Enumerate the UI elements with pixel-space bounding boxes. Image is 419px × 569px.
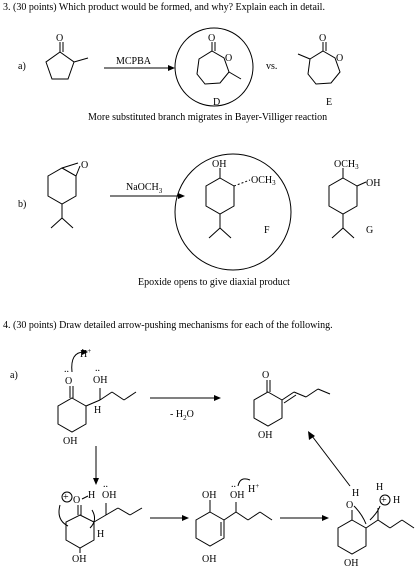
atom-oh-ring-start: OH [63,436,77,447]
atom-o-carbonyl-e: O [319,33,326,44]
lactone-d-structure: O O [196,33,242,85]
atom-h-b-step3: H [393,495,400,506]
atom-oh-beta: OH [93,375,107,386]
atom-o-q4: O [65,376,72,387]
atom-oh-step1: OH [72,554,86,565]
mech-step2: OH OH OH .. H+ [195,478,273,565]
arrow-q4-overall [150,395,221,401]
reaction-arrow-3b [110,193,185,199]
q3b-explanation: Epoxide opens to give diaxial product [138,277,290,288]
atom-o-ring-d: O [225,53,232,64]
atom-oh-step1-beta: OH [102,490,116,501]
svg-text:..: .. [95,363,100,374]
svg-text:+: + [381,495,387,506]
epoxide-structure: O [47,160,88,229]
answer-circle-d [174,27,254,107]
atom-h-step3: H [352,488,359,499]
arrow-q4-down [93,446,99,485]
q3b-label: b) [18,199,27,210]
svg-text:..: .. [64,364,69,375]
q3-title: 3. (30 points) Which product would be fo… [3,2,325,13]
atom-o-ketone: O [56,33,63,44]
atom-h-plus-top: H+ [80,347,91,360]
mech-step3: O H OH + H H [337,482,415,569]
arrow-q4-final [308,431,351,487]
lactone-e-structure: O O [297,33,343,85]
product-g-structure: OCH3 OH [328,159,380,239]
q4-title: 4. (30 points) Draw detailed arrow-pushi… [3,320,333,331]
cyclopentanone-structure: O [45,33,89,80]
reaction-arrow-3a [104,65,175,71]
mech-step1: + O H OH H OH .. [58,479,143,565]
atom-oh-ring-step3: OH [344,558,358,569]
atom-h-step1: H [88,490,95,501]
answer-circle-f [174,153,292,271]
atom-oh-g: OH [366,178,380,189]
q3b-reagent: NaOCH3 [126,182,163,195]
product-f-label: F [264,225,270,236]
product-f-structure: OH OCH3 [205,159,276,239]
atom-o-step3: O [346,500,353,511]
q3a-vs: vs. [266,61,278,72]
q3a-label: a) [18,61,26,72]
svg-text:+: + [63,492,69,503]
q4-start-structure: H+ O .. OH H OH .. [57,347,137,447]
atom-och3-f: OCH3 [251,175,276,187]
q3a-explanation: More substituted branch migrates in Baye… [88,112,328,123]
arrow-q4-step3 [280,515,329,521]
product-e-label: E [326,97,333,108]
atom-h-alpha: H [94,405,101,416]
atom-o-epoxide: O [81,160,88,171]
arrow-q4-step2 [150,515,189,521]
svg-text:..: .. [103,479,108,490]
product-d-label: D [213,97,221,108]
q4-product-enone: O OH [253,370,331,441]
atom-o-carbonyl-d: O [208,33,215,44]
atom-h-plus-step2: H+ [248,482,259,495]
atom-o-enone: O [262,370,269,381]
atom-o-ring-e: O [336,53,343,64]
product-g-label: G [366,225,374,236]
q3a-reagent: MCPBA [116,56,152,67]
atom-h-alpha-step1: H [97,529,104,540]
atom-och3-g: OCH3 [334,159,359,171]
atom-oh-ring-step2: OH [202,554,216,565]
atom-h-a-step3: H [376,482,383,493]
atom-oh-f: OH [212,159,226,170]
q4a-condition: - H2O [170,409,194,422]
atom-oh-step2-beta: OH [230,490,244,501]
svg-text:..: .. [231,479,236,490]
atom-o-step1: O [73,495,80,506]
q4a-label: a) [10,370,18,381]
atom-oh-enol: OH [202,490,216,501]
atom-oh-enone: OH [258,430,272,441]
